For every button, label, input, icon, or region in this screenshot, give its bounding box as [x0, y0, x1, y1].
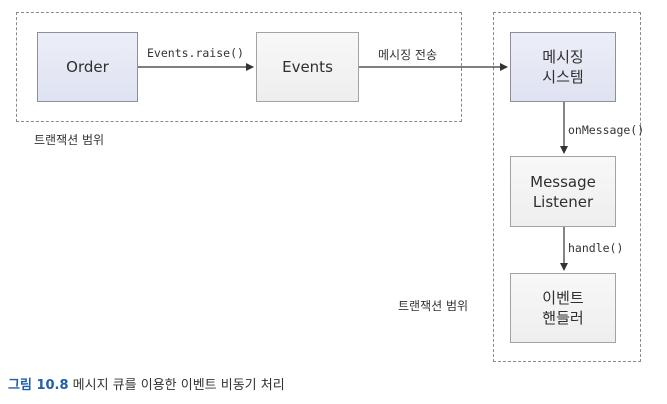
events-node: Events — [256, 32, 359, 102]
left-region-label: 트랜잭션 범위 — [34, 133, 105, 147]
edge-label-handle: handle() — [568, 241, 624, 255]
message-listener-node: Message Listener — [510, 156, 616, 227]
order-node: Order — [37, 32, 138, 102]
event-handler-node: 이벤트 핸들러 — [510, 273, 616, 343]
figure-caption-text: 메시지 큐를 이용한 이벤트 비동기 처리 — [72, 378, 285, 393]
edge-label-events-raise: Events.raise() — [147, 46, 244, 60]
messaging-system-node: 메시징 시스템 — [510, 32, 616, 102]
edge-label-messaging-send: 메시징 전송 — [378, 48, 438, 62]
edge-label-on-message: onMessage() — [568, 123, 645, 137]
figure-caption: 그림 10.8 메시지 큐를 이용한 이벤트 비동기 처리 — [8, 374, 285, 393]
figure-number: 그림 10.8 — [8, 378, 69, 393]
right-region-label: 트랜잭션 범위 — [398, 299, 469, 313]
right-transaction-region — [493, 12, 641, 362]
